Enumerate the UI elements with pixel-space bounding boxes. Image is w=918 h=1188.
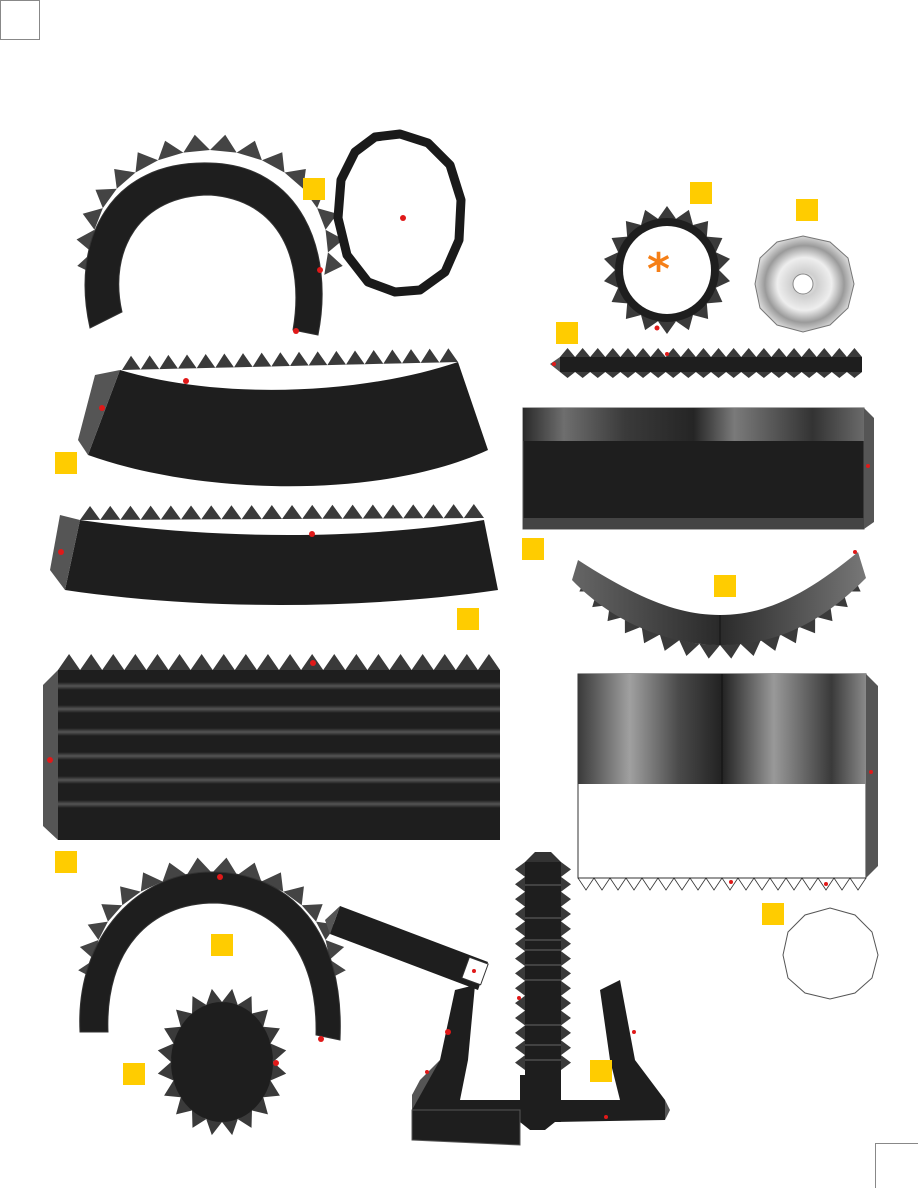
arch-bottom-left-part [78, 857, 346, 1042]
gear-oval-part [157, 988, 287, 1136]
teeth-edge [58, 654, 500, 670]
gradient-panel-1-part [522, 407, 874, 530]
panel-stripe [58, 800, 500, 808]
teeth-edge [579, 576, 861, 659]
teeth-edge [78, 857, 346, 980]
panel-stripe [58, 776, 500, 784]
part-marker [714, 575, 736, 597]
part-marker [796, 199, 818, 221]
part-marker [522, 538, 544, 560]
outline-circle-part [782, 907, 879, 1000]
teeth-edge [80, 504, 484, 520]
part-marker [556, 322, 578, 344]
striped-panel-part [43, 654, 500, 840]
center-asterisk-icon: * [647, 244, 671, 295]
gradient-panel-2-part [577, 673, 878, 891]
panel-stripe [58, 682, 500, 690]
part-marker [590, 1060, 612, 1082]
gear-ring-part [603, 206, 731, 334]
part-marker [303, 178, 325, 200]
part-marker [123, 1063, 145, 1085]
curved-band-2-part [50, 504, 498, 605]
metal-disc-part [754, 235, 855, 333]
ring-oval-part [333, 129, 466, 297]
thin-toothed-strip-part [550, 348, 862, 378]
crop-mark-bottom-right [875, 1143, 918, 1188]
part-marker [690, 182, 712, 204]
part-marker [457, 608, 479, 630]
crop-mark-top-left [0, 0, 40, 40]
fork-net-part [411, 852, 670, 1146]
teeth-edge [122, 348, 458, 370]
panel-stripe [58, 752, 500, 760]
part-marker [211, 934, 233, 956]
lever-arm-part [325, 906, 489, 990]
panel-stripe [58, 728, 500, 736]
arch-top-left-part [76, 134, 344, 336]
part-marker [762, 903, 784, 925]
panel-stripe [58, 705, 500, 713]
curved-band-1-part [78, 348, 488, 487]
part-marker [55, 851, 77, 873]
teeth-edge [515, 862, 571, 1070]
gradient-arc-part [572, 550, 866, 659]
part-marker [55, 452, 77, 474]
